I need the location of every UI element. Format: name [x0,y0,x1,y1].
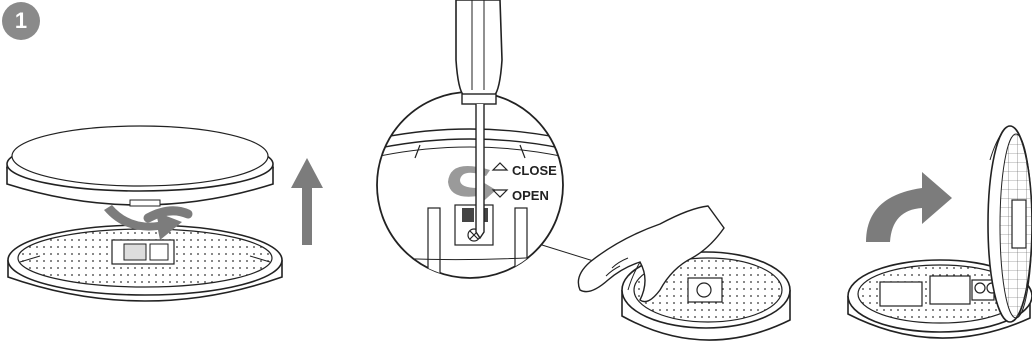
step-number-badge: 1 [2,2,40,40]
up-arrow-icon [291,158,323,245]
device-base [7,224,283,302]
step-number: 1 [14,8,28,33]
hand-illustration [577,205,725,303]
panel-remove-cover [6,125,323,302]
panel-open-cover [847,125,1032,339]
zoom-detail-circle: CLOSE OPEN [376,91,564,279]
close-label: CLOSE [512,163,557,178]
rotate-arrow-icon [104,205,193,240]
device-cover [6,125,274,207]
screwdriver-icon [455,0,503,240]
device-base [847,259,1032,339]
device-cover [987,125,1032,323]
open-label: OPEN [512,188,549,203]
panel-unlock-screw: CLOSE OPEN [376,0,791,341]
curved-arrow-icon [866,172,952,242]
